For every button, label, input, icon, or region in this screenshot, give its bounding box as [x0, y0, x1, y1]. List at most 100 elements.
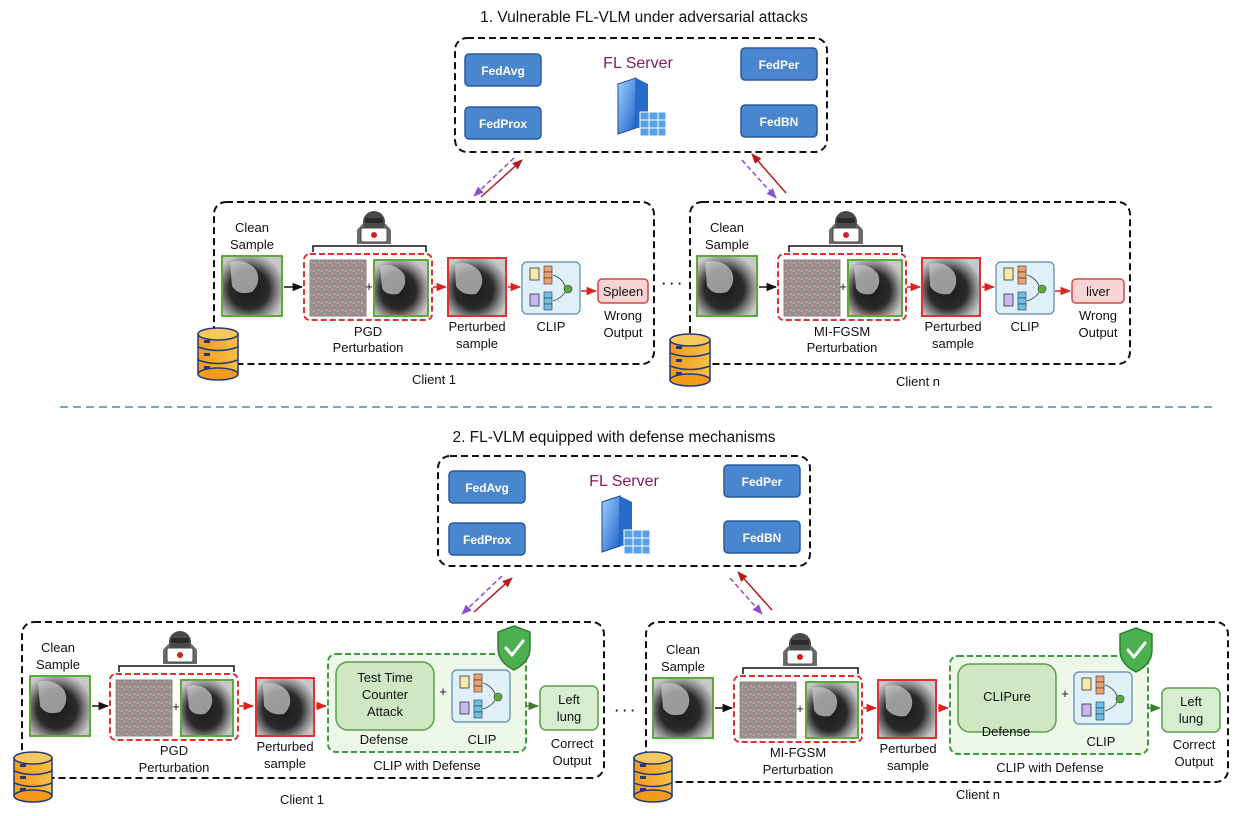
server-icon — [601, 495, 651, 555]
server-label: FL Server — [603, 55, 673, 72]
perturbed-label: Perturbed — [256, 739, 313, 754]
client-name: Client 1 — [412, 372, 456, 387]
clean-sample-image — [29, 675, 91, 737]
perturbed-label: sample — [932, 336, 974, 351]
perturbed-label: Perturbed — [924, 319, 981, 334]
output-value: lung — [557, 709, 582, 724]
clean-sample-image — [805, 681, 859, 739]
clean-sample-image — [652, 677, 714, 739]
section-title: 1. Vulnerable FL-VLM under adversarial a… — [480, 9, 808, 26]
server-label: FL Server — [589, 473, 659, 490]
output-value: Left — [1180, 694, 1202, 709]
client-boundary — [21, 621, 605, 779]
section-title: 2. FL-VLM equipped with defense mechanis… — [452, 429, 775, 446]
client-1: Clean Sample + PGD Pertur — [197, 201, 655, 387]
svg-text:FedAvg: FedAvg — [465, 481, 509, 495]
clip-model-icon — [995, 261, 1055, 315]
output-value: Left — [558, 692, 580, 707]
noise-image — [309, 259, 367, 317]
output-label: Output — [603, 325, 642, 340]
defense-label: Defense — [360, 732, 408, 747]
client-name: Client n — [896, 374, 940, 389]
database-icon — [197, 327, 239, 381]
hacker-icon — [163, 631, 197, 664]
algo-fedbn[interactable]: FedBN — [740, 104, 818, 138]
output-box — [1071, 278, 1125, 304]
perturbation-label: Perturbation — [763, 762, 834, 777]
algo-fedavg[interactable]: FedAvg — [448, 470, 526, 504]
algo-fedper[interactable]: FedPer — [740, 47, 818, 81]
clean-sample-image — [221, 255, 283, 317]
client-name: Client 1 — [280, 792, 324, 807]
plus-sign: + — [839, 279, 847, 294]
perturbed-sample-image — [255, 677, 315, 737]
perturbation-label: Perturbation — [807, 340, 878, 355]
defense-box-text: Test Time — [357, 670, 413, 685]
client-n: Clean Sample + MI-FGSM Pe — [669, 201, 1131, 389]
clean-label: Sample — [705, 237, 749, 252]
perturbed-label: sample — [887, 758, 929, 773]
fl-server: FL Server FedAvg FedProx FedPer F — [454, 37, 828, 153]
server-boundary — [437, 455, 811, 567]
noise-image — [739, 681, 797, 739]
output-value: lung — [1179, 711, 1204, 726]
clean-label: Sample — [36, 657, 80, 672]
clean-sample-image — [373, 259, 429, 317]
group-label: CLIP with Defense — [373, 758, 480, 773]
clean-label: Clean — [235, 220, 269, 235]
client-boundary — [645, 621, 1229, 783]
svg-text:FedBN: FedBN — [743, 531, 782, 545]
output-box — [539, 685, 599, 731]
output-label: Output — [1174, 754, 1213, 769]
defense-box — [335, 661, 435, 731]
upload-arrow — [737, 571, 773, 611]
svg-text:FedPer: FedPer — [742, 475, 783, 489]
download-arrow — [729, 577, 763, 615]
algo-fedbn[interactable]: FedBN — [723, 520, 801, 554]
model-label: CLIP — [537, 319, 566, 334]
perturbation-label: PGD — [160, 743, 188, 758]
algo-fedprox[interactable]: FedProx — [448, 522, 526, 556]
perturbation-group — [777, 253, 907, 321]
client-1: Clean Sample + PGD Pertur — [13, 621, 605, 807]
svg-text:FedProx: FedProx — [479, 117, 527, 131]
perturbed-label: Perturbed — [879, 741, 936, 756]
algo-fedavg[interactable]: FedAvg — [464, 53, 542, 87]
perturbation-group — [733, 675, 863, 743]
perturbed-sample-image — [447, 257, 507, 317]
clean-label: Sample — [230, 237, 274, 252]
output-label: Wrong — [604, 308, 642, 323]
perturbed-sample-image — [921, 257, 981, 317]
perturbation-label: Perturbation — [139, 760, 210, 775]
output-label: Output — [552, 753, 591, 768]
section-defense: 2. FL-VLM equipped with defense mechanis… — [13, 429, 1229, 807]
section-attack: 1. Vulnerable FL-VLM under adversarial a… — [197, 9, 1131, 389]
perturbed-label: sample — [456, 336, 498, 351]
ellipsis: · · · — [615, 703, 635, 718]
database-icon — [633, 751, 673, 803]
plus-sign: + — [1061, 686, 1069, 701]
upload-arrow — [751, 153, 787, 194]
algo-fedprox[interactable]: FedProx — [464, 106, 542, 140]
output-label: Correct — [551, 736, 594, 751]
clip-model-icon — [1073, 671, 1133, 725]
model-label: CLIP — [1087, 734, 1116, 749]
defense-box — [957, 663, 1057, 733]
perturbed-label: Perturbed — [448, 319, 505, 334]
clean-sample-image — [847, 259, 903, 317]
output-value: Spleen — [603, 284, 643, 299]
server-boundary — [454, 37, 828, 153]
server-icon — [617, 77, 667, 137]
output-box — [1161, 687, 1221, 733]
output-label: Correct — [1173, 737, 1216, 752]
svg-text:FedProx: FedProx — [463, 533, 511, 547]
plus-sign: + — [796, 701, 804, 716]
shield-check-icon — [497, 625, 531, 671]
attack-bracket — [788, 245, 903, 252]
defense-box-text: Counter — [362, 687, 409, 702]
output-label: Wrong — [1079, 308, 1117, 323]
noise-image — [783, 259, 841, 317]
algo-fedper[interactable]: FedPer — [723, 464, 801, 498]
shield-check-icon — [1119, 627, 1153, 673]
